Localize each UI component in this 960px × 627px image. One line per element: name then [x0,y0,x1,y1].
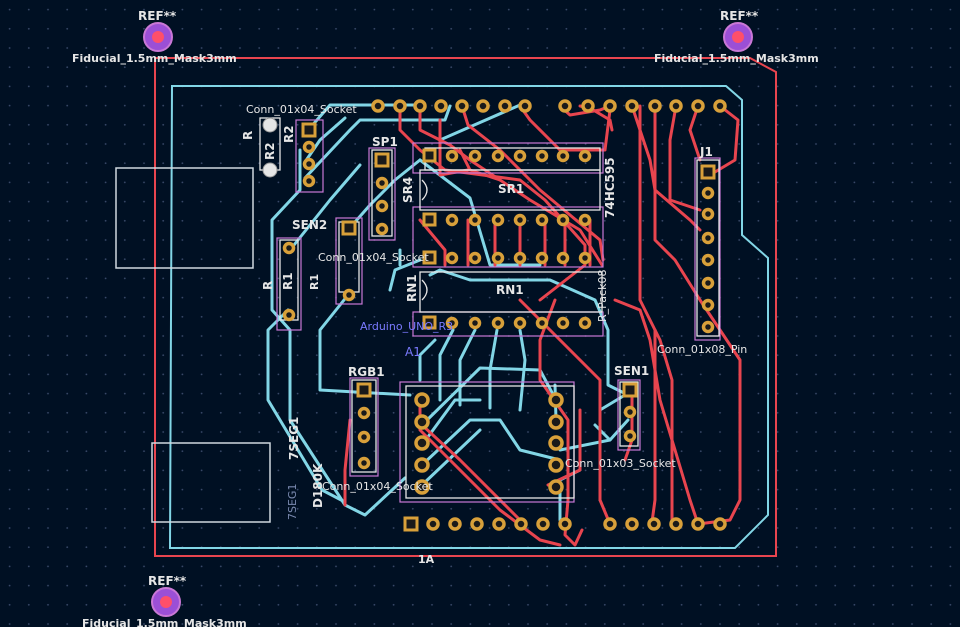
board-outline-front [154,57,777,557]
label-conn-top: Conn_01x04_Socket [246,103,357,116]
fiducial-value-bottom-left: Fiducial_1.5mm_Mask3mm [82,617,247,627]
label-rn1: RN1 [496,283,524,297]
label-rgb1: RGB1 [348,365,385,379]
fiducial-top-right [723,22,753,52]
label-sen2: SEN2 [292,218,327,232]
label-sp1: SP1 [372,135,398,149]
square-pads [301,122,716,532]
label-j1: J1 [699,145,713,159]
label-r2: R2 [263,142,277,160]
fiducial-ref-bottom-left: REF** [148,574,187,588]
fiducial-value-top-right: Fiducial_1.5mm_Mask3mm [654,52,819,65]
usb-connector-outline [115,167,254,269]
label-sr1: SR1 [498,182,524,196]
label-a1: A1 [405,345,421,359]
label-arduino-back: Arduino_UNO_R3 [360,320,453,333]
label-r-pack: R_Pack08 [596,270,609,322]
label-sr4: SR4 [401,177,415,203]
label-conn-rgb: Conn_01x04_Socket [322,480,433,493]
power-jack-outline [151,442,271,523]
label-sen1: SEN1 [614,364,649,378]
fiducial-top-left [143,22,173,52]
front-copper-traces [343,104,742,547]
label-74hc595: 74HC595 [603,157,617,218]
label-bottom-a: 1A [418,553,435,566]
label-conn-sen1: Conn_01x03_Socket [565,457,676,470]
fiducial-ref-top-right: REF** [720,9,759,23]
label-r1: R1 [281,272,295,290]
label-d180k: D180K [311,463,325,508]
label-7seg-back: 7SEG1 [286,484,299,520]
label-conn-j1: Conn_01x08_Pin [657,343,747,356]
courtyards [276,119,721,503]
label-rn1-side: RN1 [405,274,419,302]
label-r-left: R [261,281,275,290]
label-r2b: R2 [282,125,296,143]
label-r1b: R1 [308,274,321,290]
fiducial-bottom-left [151,587,181,617]
label-7seg: 7SEG1 [287,417,301,460]
fiducial-ref-top-left: REF** [138,9,177,23]
resistor-pads [262,117,278,178]
fiducial-value-top-left: Fiducial_1.5mm_Mask3mm [72,52,237,65]
label-r-top: R [241,131,255,140]
arduino-shield-outline [168,85,769,549]
label-conn-mid: Conn_01x04_Socket [318,251,429,264]
